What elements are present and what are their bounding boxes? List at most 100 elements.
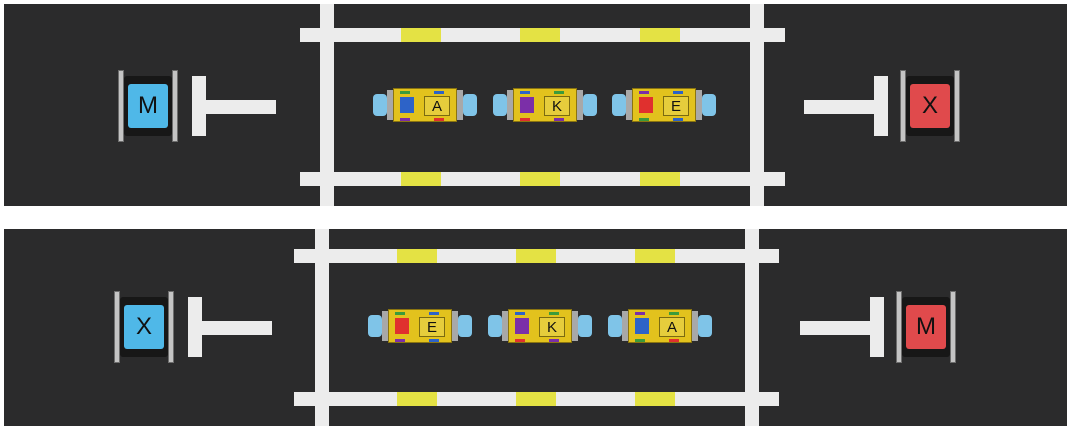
cube-body: K [508,309,572,343]
cube-gear [572,311,578,341]
left-pusher[interactable] [192,76,276,136]
yellow-marker [635,392,675,406]
cube-body: E [632,88,696,122]
yellow-marker [640,172,680,186]
station-rail [172,70,178,142]
color-tile [395,318,409,334]
color-stripe [429,339,439,342]
left-station[interactable]: M [118,70,178,142]
cube-wheel [583,94,597,116]
right-pusher[interactable] [800,297,884,357]
letter-cube[interactable]: E [368,309,472,343]
cube-letter: K [539,317,565,337]
cube-gear [696,90,702,120]
station-letter-tile: M [128,84,168,128]
cube-letter: K [544,96,570,116]
color-stripe [635,339,645,342]
cube-gear [692,311,698,341]
cube-wheel [702,94,716,116]
color-stripe [554,118,564,121]
cube-wheel [608,315,622,337]
color-stripe [669,339,679,342]
color-tile [515,318,529,334]
color-stripe [400,91,410,94]
cube-gear [457,90,463,120]
cube-wheel [488,315,502,337]
color-stripe [515,339,525,342]
right-station[interactable]: M [896,291,956,363]
cube-letter: A [659,317,685,337]
color-stripe [554,91,564,94]
cube-body: E [388,309,452,343]
yellow-marker [397,392,437,406]
yellow-marker [401,172,441,186]
color-tile [400,97,414,113]
pusher-arm [804,100,874,114]
color-stripe [635,312,645,315]
color-stripe [549,312,559,315]
vertical-line-left [315,229,329,426]
cube-body: A [628,309,692,343]
station-letter-tile: X [910,84,950,128]
letter-cube[interactable]: A [608,309,712,343]
cube-wheel [458,315,472,337]
yellow-marker [401,28,441,42]
color-stripe [434,91,444,94]
letter-cube[interactable]: E [612,88,716,122]
color-tile [639,97,653,113]
color-stripe [639,118,649,121]
yellow-marker [635,249,675,263]
vertical-line-right [745,229,759,426]
left-pusher[interactable] [188,297,272,357]
color-stripe [673,118,683,121]
color-tile [635,318,649,334]
color-stripe [669,312,679,315]
yellow-marker [397,249,437,263]
left-station[interactable]: X [114,291,174,363]
color-stripe [639,91,649,94]
yellow-marker [516,249,556,263]
station-letter-tile: M [906,305,946,349]
cube-letter: A [424,96,450,116]
pusher-plate [874,76,888,136]
field-panel-top: M A K [4,4,1067,206]
letter-cube[interactable]: A [373,88,477,122]
pusher-arm [202,321,272,335]
letter-cube[interactable]: K [488,309,592,343]
color-stripe [520,91,530,94]
yellow-marker [640,28,680,42]
color-stripe [520,118,530,121]
yellow-marker [516,392,556,406]
yellow-marker [520,172,560,186]
color-tile [520,97,534,113]
cube-wheel [493,94,507,116]
station-rail [954,70,960,142]
color-stripe [429,312,439,315]
cube-body: A [393,88,457,122]
field-panel-bottom: X E K [4,229,1067,426]
pusher-arm [800,321,870,335]
cube-wheel [373,94,387,116]
cube-letter: E [663,96,689,116]
yellow-marker [520,28,560,42]
color-stripe [434,118,444,121]
letter-cube[interactable]: K [493,88,597,122]
cube-wheel [463,94,477,116]
color-stripe [400,118,410,121]
cube-letter: E [419,317,445,337]
color-stripe [395,339,405,342]
pusher-plate [188,297,202,357]
cube-gear [577,90,583,120]
station-rail [168,291,174,363]
color-stripe [549,339,559,342]
cube-gear [452,311,458,341]
right-station[interactable]: X [900,70,960,142]
pusher-plate [870,297,884,357]
pusher-plate [192,76,206,136]
cube-wheel [612,94,626,116]
color-stripe [515,312,525,315]
color-stripe [673,91,683,94]
station-letter-tile: X [124,305,164,349]
cube-wheel [368,315,382,337]
right-pusher[interactable] [804,76,888,136]
